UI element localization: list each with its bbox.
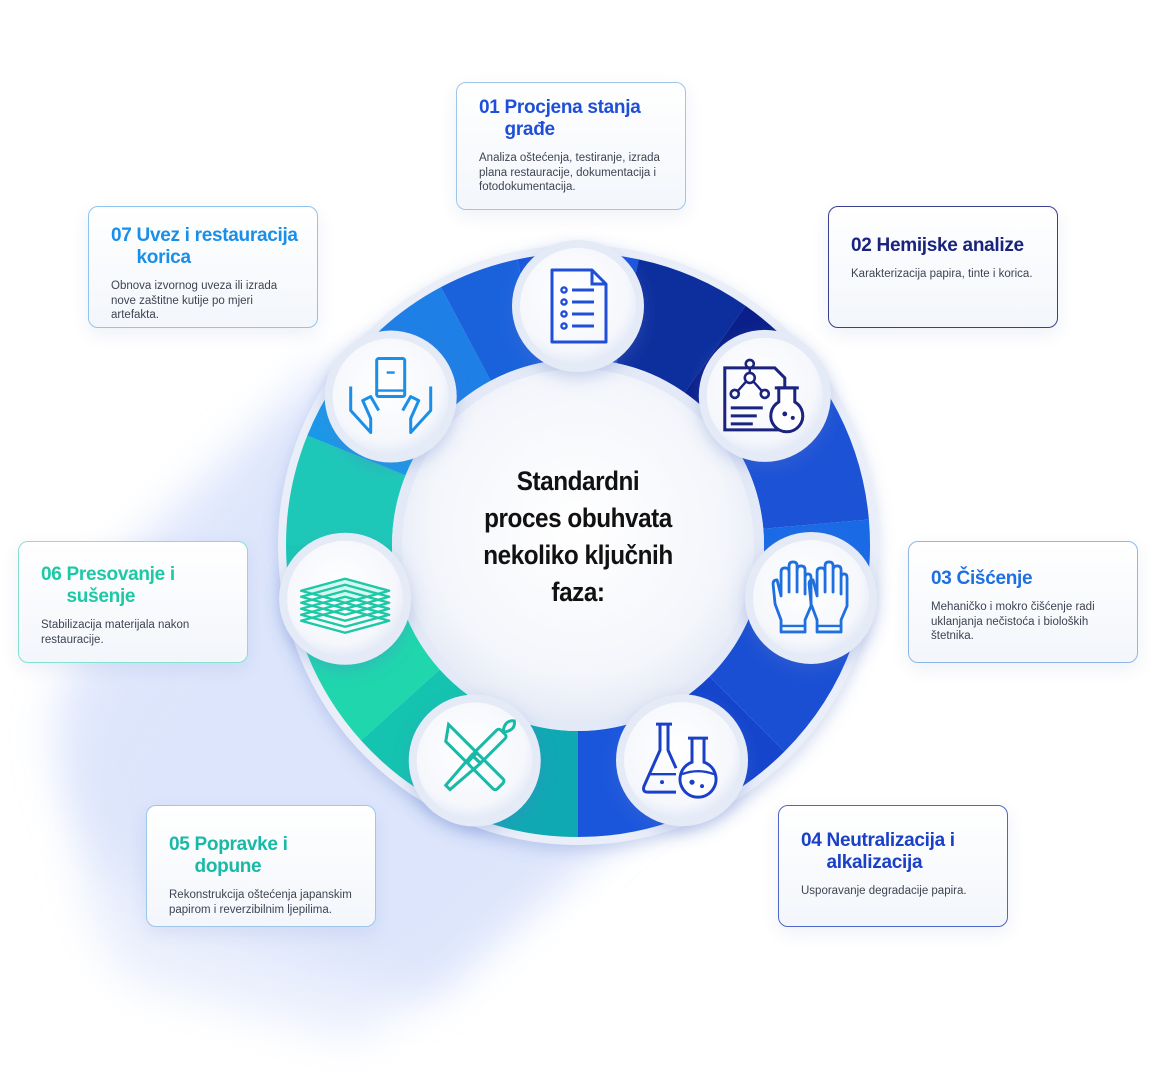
- phase-description: Usporavanje degradacije papira.: [801, 885, 967, 897]
- gloves-icon: [771, 560, 849, 634]
- phase-card-03: 03 Čišćenje Mehaničko i mokro čišćenje r…: [908, 541, 1138, 663]
- phase-node: [512, 240, 644, 372]
- phase-number: 05: [169, 834, 190, 855]
- center-heading-line: faza:: [551, 577, 605, 607]
- book-hands-icon: [349, 357, 433, 435]
- phase-node: [279, 532, 412, 665]
- phase-node: [616, 694, 749, 827]
- phase-title: Hemijske analize: [876, 235, 1025, 256]
- ring-segment: [616, 259, 746, 393]
- phase-number: 03: [931, 568, 952, 589]
- phase-title: Presovanje i sušenje: [66, 564, 176, 607]
- phase-description: Karakterizacija papira, tinte i korica.: [851, 268, 1033, 280]
- center-heading-line: Standardni: [516, 466, 640, 496]
- phase-node: [408, 694, 541, 827]
- phase-number: 07: [111, 225, 132, 246]
- inner-disk: [402, 369, 754, 721]
- chemical-analysis-icon: [723, 358, 805, 434]
- center-heading-line: nekoliko ključnih: [483, 540, 673, 570]
- phase-title: Čišćenje: [956, 568, 1033, 589]
- phase-title: Neutralizacija i alkalizacija: [826, 830, 956, 873]
- phase-title: Procjena stanja građe: [504, 97, 641, 140]
- flasks-icon: [642, 722, 718, 799]
- phase-node-face: [624, 702, 741, 819]
- phase-node: [745, 531, 878, 664]
- ring-segment: [739, 399, 869, 529]
- phase-description: Analiza oštećenja, testiranje, izrada pl…: [479, 152, 660, 193]
- ring-segment: [286, 435, 406, 545]
- phase-node: [698, 329, 831, 462]
- phase-number: 01: [479, 97, 500, 118]
- phase-number: 04: [801, 830, 822, 851]
- phase-card-01: 01 Procjena stanja građe Analiza oštećen…: [456, 82, 686, 210]
- phase-card-02: 02 Hemijske analize Karakterizacija papi…: [828, 206, 1058, 328]
- paper-stack-icon: [299, 577, 391, 634]
- document-list-icon: [550, 268, 608, 344]
- phase-description: Obnova izvornog uveza ili izrada nove za…: [111, 280, 278, 321]
- phase-card-06: 06 Presovanje i sušenje Stabilizacija ma…: [18, 541, 248, 663]
- repair-tools-icon: [443, 719, 516, 792]
- phase-node-face: [520, 248, 636, 364]
- ring-nodes: [279, 240, 878, 827]
- phase-number: 06: [41, 564, 62, 585]
- phase-description: Stabilizacija materijala nakon restaurac…: [41, 619, 190, 646]
- phase-node: [324, 330, 457, 463]
- center-heading: Standardni proces obuhvata nekoliko klju…: [470, 463, 686, 611]
- phase-card-04: 04 Neutralizacija i alkalizacija Usporav…: [778, 805, 1008, 927]
- phase-number: 02: [851, 235, 872, 256]
- phase-title: Popravke i dopune: [194, 834, 288, 877]
- phase-card-05: 05 Popravke i dopune Rekonstrukcija ošte…: [146, 805, 376, 927]
- phase-description: Rekonstrukcija oštećenja japanskim papir…: [169, 889, 352, 916]
- phase-description: Mehaničko i mokro čišćenje radi uklanjan…: [931, 601, 1095, 642]
- phase-title: Uvez i restauracija korica: [136, 225, 298, 268]
- phase-card-07: 07 Uvez i restauracija korica Obnova izv…: [88, 206, 318, 328]
- center-heading-line: proces obuhvata: [484, 503, 672, 533]
